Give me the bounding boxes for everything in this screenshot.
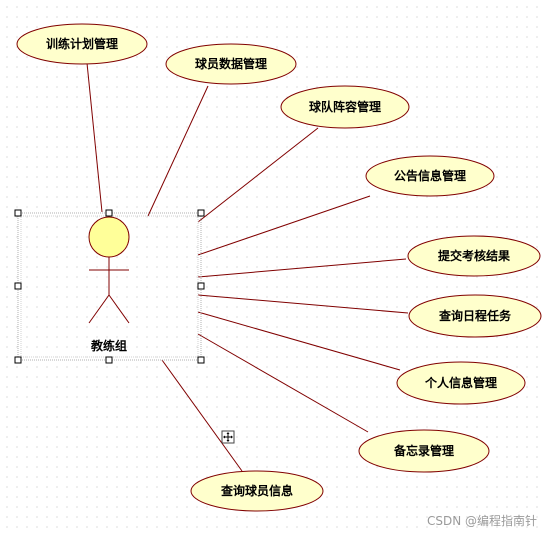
use-case-training-plan[interactable]: 训练计划管理 xyxy=(16,23,148,65)
selection-handles[interactable] xyxy=(14,209,205,364)
actor-selection-frame[interactable] xyxy=(14,209,205,364)
use-case-label: 个人信息管理 xyxy=(424,375,497,390)
association-query-player xyxy=(161,359,243,472)
use-case-label: 球员数据管理 xyxy=(195,56,267,71)
association-submit-assessment xyxy=(197,258,407,278)
actor-right-leg xyxy=(108,294,130,324)
use-case-label: 查询日程任务 xyxy=(438,308,512,323)
use-case-query-player[interactable]: 查询球员信息 xyxy=(190,470,324,512)
association-announcement xyxy=(197,195,371,256)
use-case-personal-info[interactable]: 个人信息管理 xyxy=(396,361,526,405)
association-lines xyxy=(86,62,409,472)
use-case-label: 公告信息管理 xyxy=(394,168,466,183)
use-case-memo[interactable]: 备忘录管理 xyxy=(358,429,490,473)
actor-figure[interactable]: 教练组 xyxy=(88,216,130,353)
actor-head xyxy=(88,216,130,258)
use-case-announcement[interactable]: 公告信息管理 xyxy=(365,155,495,197)
association-query-schedule xyxy=(197,294,409,314)
use-case-submit-assessment[interactable]: 提交考核结果 xyxy=(407,235,541,277)
move-cursor-icon xyxy=(221,430,235,444)
use-case-team-lineup[interactable]: 球队阵容管理 xyxy=(280,85,410,129)
association-training-plan xyxy=(86,62,103,213)
actor-left-leg xyxy=(88,294,110,324)
association-personal-info xyxy=(197,311,401,371)
association-team-lineup xyxy=(197,127,319,223)
use-case-label: 备忘录管理 xyxy=(393,443,454,458)
use-case-label: 查询球员信息 xyxy=(220,483,293,498)
use-case-label: 提交考核结果 xyxy=(438,248,510,263)
actor-label: 教练组 xyxy=(90,338,127,353)
use-case-label: 球队阵容管理 xyxy=(309,99,381,114)
association-player-data xyxy=(147,85,209,217)
association-memo xyxy=(197,333,369,433)
use-case-player-data[interactable]: 球员数据管理 xyxy=(165,43,297,85)
use-case-label: 训练计划管理 xyxy=(46,36,118,51)
watermark: CSDN @编程指南针 xyxy=(426,514,537,528)
use-case-query-schedule[interactable]: 查询日程任务 xyxy=(408,294,542,338)
